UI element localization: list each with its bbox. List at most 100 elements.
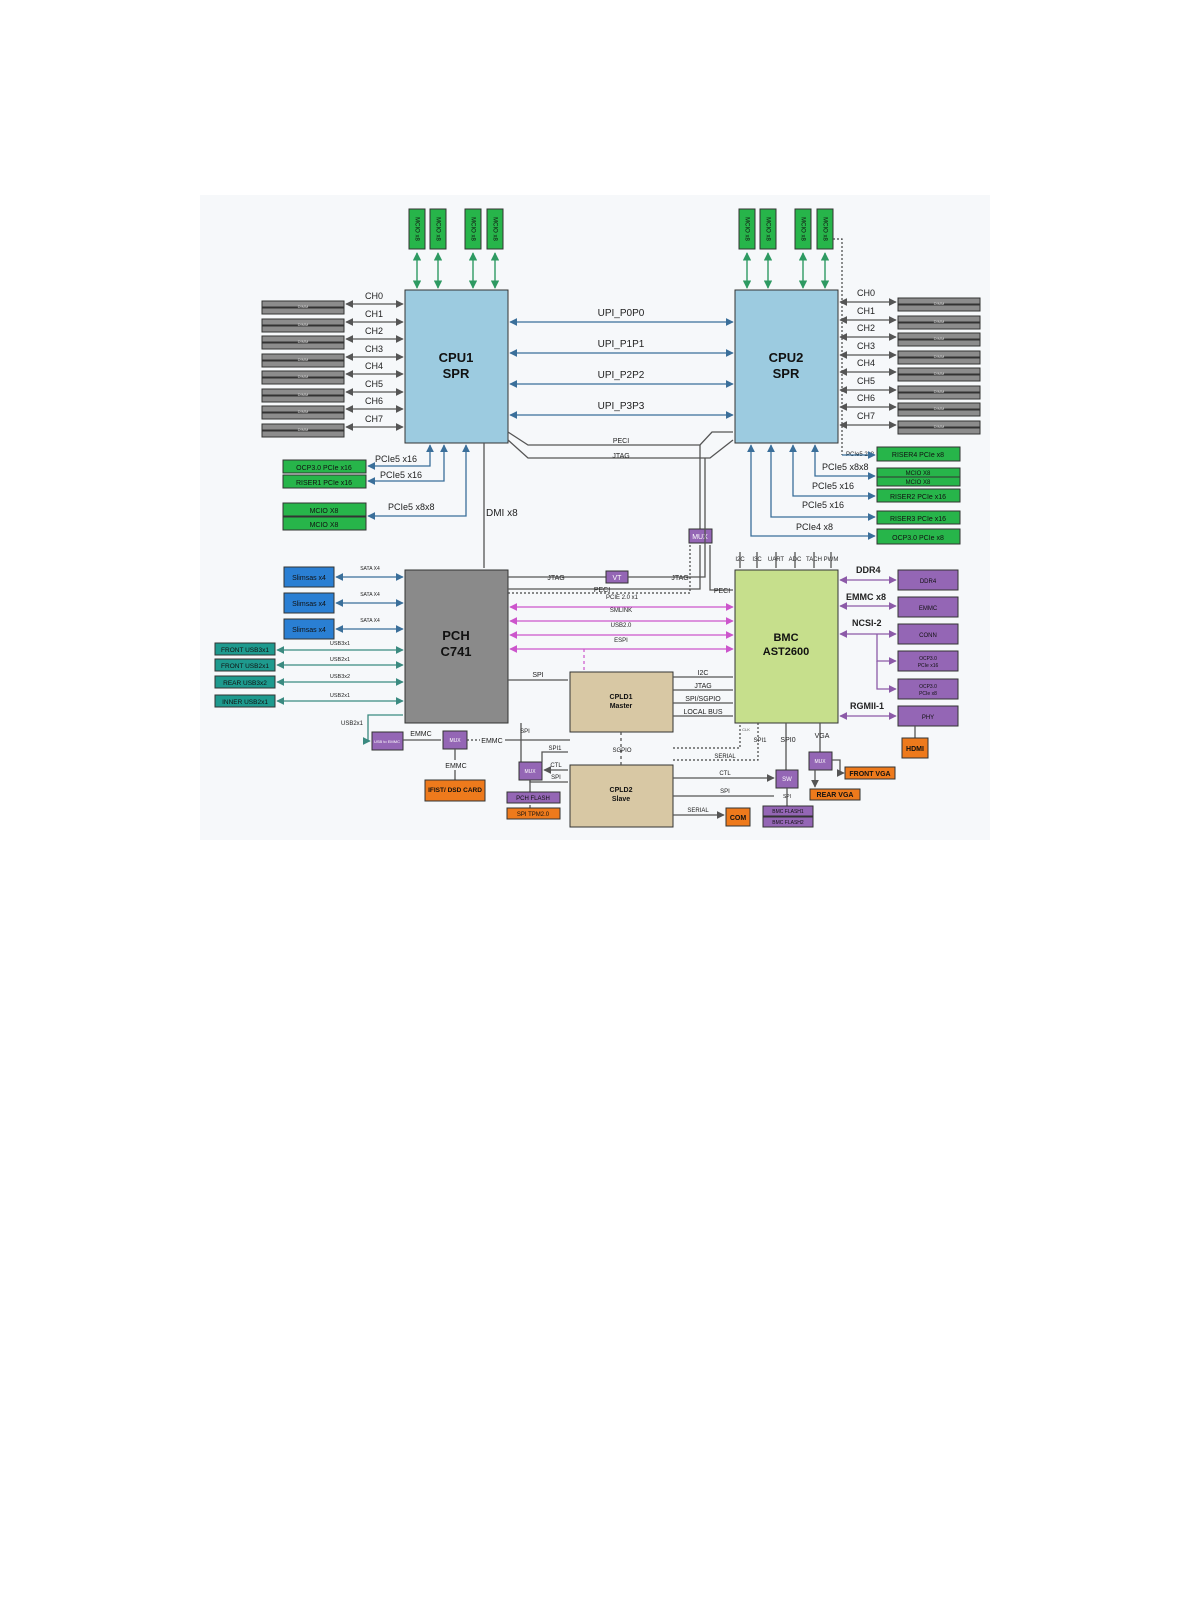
- cpu2-memory: DIMM CH0 DIMM CH1 DIMM CH2 DIMM CH3 DIMM…: [839, 288, 981, 435]
- dimm-slot: [897, 332, 981, 340]
- pcie-label: PCIe4 x8: [796, 522, 833, 532]
- emmc-label: EMMC: [410, 731, 431, 738]
- pch-flash-label: PCH FLASH: [516, 796, 550, 802]
- cpld-links: SPI I2C JTAG SPI/SGPIO LOCAL BUS SGPIO S…: [506, 670, 775, 827]
- ocp-label: OCP3.0 PCIe x16: [296, 465, 352, 472]
- mcio-connector: [486, 208, 504, 250]
- dimm-slot: [897, 374, 981, 382]
- mcio-label: MCIO X8: [310, 522, 339, 529]
- riser2-label: RISER2 PCIe x16: [890, 494, 946, 501]
- channel-label: CH0: [365, 291, 383, 301]
- dimm-label: DIMM: [934, 371, 945, 376]
- dimm-slot: [261, 325, 345, 333]
- dimm-label: DIMM: [298, 392, 309, 397]
- cpu-sideband: PECI JTAG DMI x8: [483, 431, 734, 568]
- mcio-label: MCIO x8: [491, 217, 497, 241]
- channel-label: CH1: [857, 306, 875, 316]
- pch-label: PCH: [442, 628, 469, 643]
- cpu1-memory: DIMM CH0 DIMM CH1 DIMM CH2 DIMM CH3 DIMM…: [261, 291, 404, 438]
- sw-label: SW: [782, 777, 792, 783]
- mcio-connector: [759, 208, 777, 250]
- dimm-slot: [897, 304, 981, 312]
- bmc-sublabel: AST2600: [763, 646, 809, 658]
- channel-label: CH4: [365, 361, 383, 371]
- dimm-label: DIMM: [298, 427, 309, 432]
- ocp-nic-x8: [897, 678, 959, 700]
- bmc-flash2-label: BMC FLASH2: [772, 820, 804, 826]
- channel-label: CH3: [857, 341, 875, 351]
- mux-label: MUX: [524, 769, 536, 775]
- cpld2-label: CPLD2: [610, 787, 633, 794]
- cpld2-chip: [569, 764, 674, 828]
- dimm-slot: [261, 370, 345, 378]
- sgpio-label: SGPIO: [612, 748, 631, 754]
- channel-label: CH4: [857, 358, 875, 368]
- usb-port: [214, 642, 276, 656]
- slimsas-connector: [283, 592, 335, 614]
- usb-port-label: FRONT USB2x1: [221, 663, 269, 670]
- dimm-label: DIMM: [934, 354, 945, 359]
- cpld2-sublabel: Slave: [612, 796, 630, 803]
- pch-flash: [506, 791, 561, 804]
- cpu2-pcie-devices: RISER4 PCIe x8 MCIO X8 MCIO X8 RISER2 PC…: [747, 444, 961, 545]
- mcio-label: MCIO x8: [469, 217, 475, 241]
- mcio-connector: [794, 208, 812, 250]
- serial-label: SERIAL: [714, 754, 736, 760]
- upi-label: UPI_P1P1: [598, 339, 645, 350]
- cpu2-mcio-group: MCIO x8 MCIO x8 MCIO x8 MCIO x8: [738, 208, 843, 455]
- dimm-slot: [897, 402, 981, 410]
- cpu1-chip: [404, 289, 509, 444]
- mcio-slot: [282, 516, 367, 531]
- usb-port: [214, 694, 276, 708]
- channel-label: CH3: [365, 344, 383, 354]
- channel-label: CH2: [365, 326, 383, 336]
- ocp-sublabel: PCIe x16: [918, 663, 939, 669]
- rgmii-link-label: RGMII-1: [850, 701, 884, 711]
- mcio-label: MCIO X8: [906, 471, 931, 477]
- dimm-slot: [897, 385, 981, 393]
- usb-port-label: INNER USB2x1: [222, 699, 268, 706]
- mcio-slot: [876, 476, 961, 487]
- mcio-label: MCIO x8: [764, 217, 770, 241]
- cpu1-sublabel: SPR: [443, 366, 470, 381]
- usb-to-emmc-bridge: [371, 731, 404, 751]
- dimm-slot: [897, 420, 981, 428]
- dimm-slot: [897, 322, 981, 330]
- dimm-slot: [261, 388, 345, 396]
- ocp-label: OCP3.0: [919, 656, 937, 662]
- mcio-label: MCIO x8: [799, 217, 805, 241]
- riser3-slot: [876, 510, 961, 525]
- mcio-connector: [464, 208, 482, 250]
- mcio-connector: [429, 208, 447, 250]
- riser3-label: RISER3 PCIe x16: [890, 516, 946, 523]
- sata-label: SATA X4: [360, 592, 380, 598]
- pcie-label: PCIE 2.0 x1: [606, 595, 639, 601]
- spi-label: SPI: [532, 672, 543, 679]
- dimm-slot: [261, 405, 345, 413]
- cpu1-label: CPU1: [439, 350, 474, 365]
- peci-mux: [688, 528, 713, 544]
- sata-label: SATA X4: [360, 566, 380, 572]
- rear-vga-label: REAR VGA: [817, 792, 854, 799]
- front-vga-port: [844, 766, 896, 780]
- slimsas-label: Slimsas x4: [292, 627, 326, 634]
- emmc-label: EMMC: [919, 606, 938, 612]
- dimm-slot: [897, 392, 981, 400]
- jtag-label: JTAG: [694, 683, 711, 690]
- riser1-label: RISER1 PCIe x16: [296, 480, 352, 487]
- upi-label: UPI_P0P0: [598, 308, 645, 319]
- channel-label: CH7: [857, 411, 875, 421]
- dimm-slot: [261, 353, 345, 361]
- spi-tpm: [506, 807, 561, 820]
- phy-label: PHY: [922, 715, 934, 721]
- ocp-nic-x16: [897, 650, 959, 672]
- com-port: [725, 807, 751, 827]
- spi-tpm-label: SPI TPM2.0: [517, 812, 550, 818]
- dimm-slot: [261, 342, 345, 350]
- dimm-slot: [261, 300, 345, 308]
- mcio-label: MCIO x8: [743, 217, 749, 241]
- emmc-label: EMMC: [481, 738, 502, 745]
- pcie-label: PCIe5 x16: [812, 481, 854, 491]
- dimm-slot: [261, 395, 345, 403]
- channel-label: CH6: [857, 393, 875, 403]
